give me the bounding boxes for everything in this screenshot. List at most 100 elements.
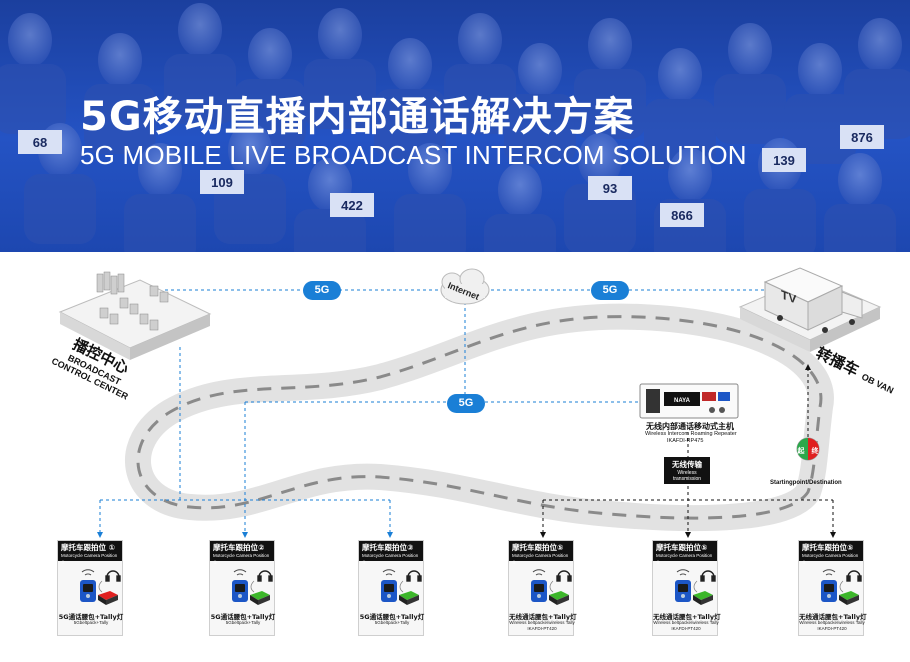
runner-silhouette [484,214,556,252]
intercom-repeater-device: NAYA [639,383,739,419]
race-bib-number: 68 [33,135,47,150]
race-bib-number: 876 [851,130,873,145]
runner-silhouette [784,94,856,164]
runner-silhouette [248,28,292,82]
device-name-en: Wireless beltpacke/wireless Tally [509,620,575,625]
page-title-cn: 5G移动直播内部通话解决方案 [80,94,635,140]
device-name-cn: 5G通话腰包+Tally灯 [210,613,276,621]
card-title-en: Motorcycle Camera Position ③ [362,553,419,565]
runner-silhouette [8,13,52,67]
card-title-en: Motorcycle Camera Position ② [213,553,270,565]
race-bib-number: 93 [603,181,617,196]
wireless-cn: 无线传输 [672,460,702,469]
runner-silhouette [444,64,516,134]
page-title-en: 5G MOBILE LIVE BROADCAST INTERCOM SOLUTI… [80,140,747,170]
card-title-en: Motorcycle Camera Position ⑤ [802,553,859,565]
race-bib [762,148,806,172]
camera-position-card: 摩托车跟拍位 ① Motorcycle Camera Position ① 5G… [57,540,123,636]
race-bib [660,203,704,227]
runner-silhouette [294,209,366,252]
camera-position-card: 摩托车跟拍位③ Motorcycle Camera Position ③ 5G通… [358,540,424,636]
runner-silhouette [408,143,452,197]
card-title-en: Motorcycle Camera Position ⑤ [512,553,569,565]
card-title-cn: 摩托车跟拍位② [213,543,265,552]
card-title-cn: 摩托车跟拍位⑤ [656,543,708,552]
5g-link-mid: 5G [447,394,485,413]
tally-light-icon [693,591,713,600]
card-title-en: Motorcycle Camera Position ① [61,553,118,565]
camera-position-card: 摩托车跟拍位② Motorcycle Camera Position ② 5G通… [209,540,275,636]
card-header: 摩托车跟拍位⑤ Motorcycle Camera Position ⑤ [653,541,717,565]
repeater-en: Wireless Intercom Roaming Repeater [645,431,737,437]
card-device-icons [675,569,716,605]
runner-silhouette [304,59,376,129]
race-bib-number: 109 [211,175,233,190]
control-center-building [58,271,212,360]
tally-light-icon [549,591,569,600]
wireless-en: Wireless transmission [672,470,702,482]
race-bib-number: 866 [671,208,693,223]
repeater-cn: 无线内部通话移动式主机 [646,422,734,431]
device-name-cn: 5G通话腰包+Tally灯 [58,613,124,621]
signal-icon [532,569,546,576]
card-header: 摩托车跟拍位② Motorcycle Camera Position ② [210,541,274,565]
headset-icon [105,570,121,582]
tally-light-icon [98,591,118,600]
internet-cloud-icon [440,268,490,305]
runner-silhouette [388,38,432,92]
runner-silhouette [728,23,772,77]
card-device-icons [531,569,572,605]
tally-light-icon [250,591,270,600]
device-name-en: 5Gbeltpack+Tally [73,620,109,625]
headset-icon [406,570,422,582]
card-title-cn: 摩托车跟拍位 ① [61,543,115,552]
runner-silhouette [858,18,902,72]
signal-icon [233,569,247,576]
device-name-cn: 5G通话腰包+Tally灯 [359,613,425,621]
signal-icon [822,569,836,576]
marathon-crowd-image: 68 109 422 866 876 139 93 [0,3,910,252]
card-title-en: Motorcycle Camera Position ⑤ [656,553,713,565]
device-name-en: 5Gbeltpack+Tally [374,620,410,625]
runner-silhouette [498,163,542,217]
card-title-cn: 摩托车跟拍位⑤ [802,543,854,552]
device-name-cn: 无线通话腰包+Tally灯 [799,613,867,621]
runner-silhouette [84,84,156,154]
card-header: 摩托车跟拍位⑤ Motorcycle Camera Position ⑤ [799,541,863,565]
runner-silhouette [838,153,882,207]
headset-icon [700,570,716,582]
runner-silhouette [588,18,632,72]
runner-silhouette [0,64,66,134]
runner-silhouette [578,133,622,187]
system-diagram: NAYA 起 终 [58,267,882,538]
tally-light-icon [839,591,859,600]
device-model: IKAFDI-PT420 [527,626,557,631]
card-device-icons [821,569,862,605]
device-name-en: Wireless beltpacke/wireless Tally [799,620,865,625]
race-track [125,303,834,532]
finish-badge: 终 [812,446,820,455]
camera-position-card: 摩托车跟拍位⑤ Motorcycle Camera Position ⑤ 无线通… [508,540,577,636]
card-device-icons [80,569,121,605]
runner-silhouette [318,8,362,62]
wireless-links [540,364,836,538]
repeater-brand: NAYA [674,398,691,404]
card-header: 摩托车跟拍位⑤ Motorcycle Camera Position ⑤ [509,541,573,565]
runner-silhouette [164,54,236,124]
start-finish-marker: 起 终 [796,437,820,461]
race-bib-number: 139 [773,153,795,168]
runner-silhouette [228,123,272,177]
race-bib-number: 422 [341,198,363,213]
camera-position-card: 摩托车跟拍位⑤ Motorcycle Camera Position ⑤ 无线通… [652,540,721,636]
runner-silhouette [564,184,636,252]
card-title-cn: 摩托车跟拍位⑤ [512,543,564,552]
runner-silhouette [458,13,502,67]
start-badge: 起 [797,446,806,455]
tally-light-icon [399,591,419,600]
race-bib [18,130,62,154]
headset-icon [556,570,572,582]
ob-van-truck [738,267,882,352]
runner-silhouette [394,194,466,252]
runner-silhouette [98,33,142,87]
camera-position-card: 摩托车跟拍位⑤ Motorcycle Camera Position ⑤ 无线通… [798,540,867,636]
